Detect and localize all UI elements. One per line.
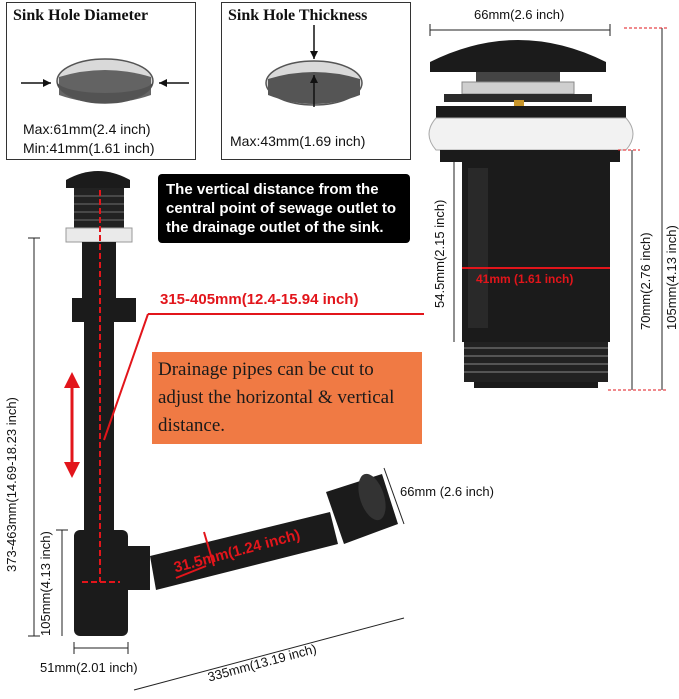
trap-height-label: 105mm(4.13 inch) <box>38 531 53 636</box>
sink-hole-thickness-illustration <box>265 25 363 107</box>
sink-hole-thickness-title: Sink Hole Thickness <box>228 7 368 24</box>
sink-hole-diameter-max: Max:61mm(2.4 inch) <box>23 121 151 137</box>
sink-hole-thickness-panel: Sink Hole Thickness Max:43mm(1.69 inch) <box>221 2 411 160</box>
outlet-diameter-label: 66mm (2.6 inch) <box>400 484 494 499</box>
sink-hole-diameter-title: Sink Hole Diameter <box>13 7 149 24</box>
drain-cap-stem <box>476 72 560 82</box>
trap-width-label: 51mm(2.01 inch) <box>40 660 138 675</box>
drain-body-height-label: 54.5mm(2.15 inch) <box>432 199 447 308</box>
sink-hole-diameter-panel: Sink Hole Diameter Max:61mm(2.4 inch) Mi… <box>6 2 196 160</box>
sink-hole-thickness-max: Max:43mm(1.69 inch) <box>230 133 366 149</box>
cut-pipes-callout: Drainage pipes can be cut to adjust the … <box>152 352 422 444</box>
drain-thread-height-label: 70mm(2.76 inch) <box>638 232 653 330</box>
drain-total-height-label: 105mm(4.13 inch) <box>664 225 679 330</box>
sink-hole-diameter-min: Min:41mm(1.61 inch) <box>23 140 155 156</box>
cap-width-label: 66mm(2.6 inch) <box>474 7 565 22</box>
drain-inner-diameter-label: 41mm (1.61 inch) <box>476 272 574 286</box>
sink-hole-diameter-illustration <box>21 58 189 104</box>
vertical-range-label: 315-405mm(12.4-15.94 inch) <box>160 291 359 308</box>
total-height-label: 373-463mm(14.69-18.23 inch) <box>4 397 19 572</box>
vertical-distance-callout: The vertical distance from the central p… <box>158 174 410 243</box>
